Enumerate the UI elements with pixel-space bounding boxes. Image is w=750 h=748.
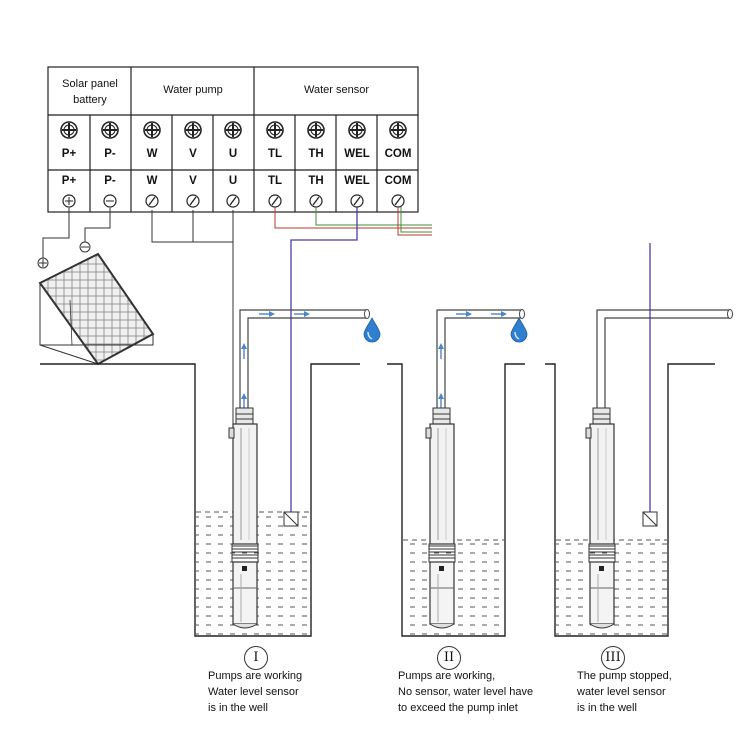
terminal-label-bot-7: WEL — [344, 175, 370, 187]
screw-icon — [60, 121, 78, 139]
header-solar-line2: battery — [73, 94, 107, 106]
scenario-2-caption: Pumps are working, No sensor, water leve… — [398, 668, 533, 716]
screw-icon — [307, 121, 325, 139]
sensor-wires — [274, 207, 651, 512]
water-drops — [363, 317, 528, 343]
scenario-1-caption: Pumps are working Water level sensor is … — [208, 668, 302, 716]
screw-icon — [224, 121, 242, 139]
screw-icon — [348, 121, 366, 139]
scenario-3-numeral: III — [601, 646, 625, 670]
terminal-label-top-8: COM — [384, 148, 412, 160]
scenario-2-line2: No sensor, water level have — [398, 686, 534, 698]
connector-icon — [268, 194, 282, 208]
terminal-label-top-0: P+ — [61, 148, 77, 160]
screw-icon — [101, 121, 119, 139]
discharge-pipe — [596, 309, 733, 410]
discharge-pipe — [436, 309, 525, 410]
terminal-label-top-3: V — [189, 148, 197, 160]
scenario-3-line3: is in the well — [577, 702, 637, 714]
connector-icon — [103, 194, 117, 208]
screw-icon — [184, 121, 202, 139]
header-solar: Solar panel battery — [50, 78, 130, 107]
connector-icon — [350, 194, 364, 208]
scenario-3-line1: The pump stopped, — [577, 670, 672, 682]
connector-icon — [391, 194, 405, 208]
discharge-pipe — [239, 309, 370, 410]
terminal-connectors — [62, 194, 405, 208]
terminal-label-top-4: U — [228, 148, 238, 160]
terminal-label-top-7: WEL — [344, 148, 370, 160]
header-water-sensor: Water sensor — [303, 84, 369, 96]
scenario-1-line1: Pumps are working — [208, 670, 303, 682]
terminal-screws — [60, 121, 407, 139]
scenario-1-line2: Water level sensor — [208, 686, 299, 698]
scenario-3-line2: water level sensor — [577, 686, 666, 698]
terminal-label-bot-4: U — [228, 175, 238, 187]
terminal-label-bot-1: P- — [104, 175, 116, 187]
pumps — [228, 309, 733, 629]
ground-and-wells — [40, 363, 715, 637]
terminal-label-bot-6: TH — [308, 175, 324, 187]
terminal-label-top-6: TH — [308, 148, 324, 160]
scenario-3-caption: The pump stopped, water level sensor is … — [577, 668, 672, 716]
water-drop-icon — [363, 317, 381, 343]
terminal-label-top-1: P- — [104, 148, 116, 160]
terminal-label-bot-5: TL — [267, 175, 283, 187]
terminal-label-top-2: W — [146, 148, 158, 160]
terminal-label-top-5: TL — [267, 148, 283, 160]
solar-panel — [37, 208, 155, 366]
terminal-label-bot-2: W — [146, 175, 158, 187]
scenario-2-line3: to exceed the pump inlet — [398, 702, 518, 714]
terminal-label-bot-8: COM — [384, 175, 412, 187]
scenario-1-numeral: I — [244, 646, 268, 670]
scenario-1-line3: is in the well — [208, 702, 268, 714]
screw-icon — [389, 121, 407, 139]
scenario-2-line1: Pumps are working, — [398, 670, 496, 682]
terminal-label-bot-0: P+ — [61, 175, 77, 187]
submersible-pump-2 — [425, 309, 525, 629]
scenario-2-numeral: II — [437, 646, 461, 670]
header-water-pump: Water pump — [163, 84, 223, 96]
pump-wires — [151, 210, 234, 425]
header-solar-line1: Solar panel — [62, 78, 118, 90]
submersible-pump-1 — [228, 309, 370, 629]
level-sensor-1 — [283, 511, 299, 527]
screw-icon — [143, 121, 161, 139]
level-sensor-3 — [642, 511, 658, 527]
terminal-label-bot-3: V — [189, 175, 197, 187]
screw-icon — [266, 121, 284, 139]
water-drop-icon — [510, 317, 528, 343]
connector-icon — [186, 194, 200, 208]
connector-icon — [309, 194, 323, 208]
connector-icon — [145, 194, 159, 208]
connector-icon — [226, 194, 240, 208]
connector-icon — [62, 194, 76, 208]
submersible-pump-3 — [585, 309, 733, 629]
